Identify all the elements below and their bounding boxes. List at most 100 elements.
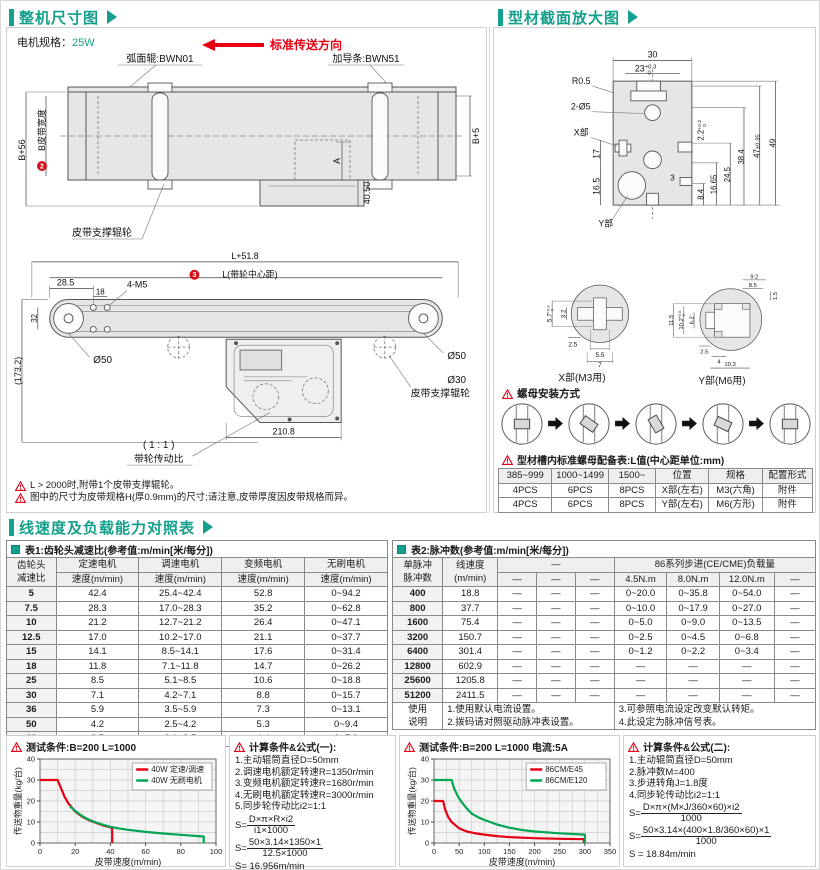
direction-indicator: 标准传送方向 bbox=[202, 36, 342, 53]
table-cell: 36 bbox=[6, 702, 57, 718]
table-cell: 0~4.5 bbox=[666, 629, 720, 645]
table-cell: 14.1 bbox=[55, 644, 140, 660]
dim-label: 9.2 bbox=[750, 274, 758, 280]
y-part-detail: 9.2 8.5 1.5 11.5 10.2+0.50 6.2 2.5 4 bbox=[652, 274, 792, 387]
formula1-title-text: 计算条件&公式(一): bbox=[249, 743, 337, 754]
table-cell: 6PCS bbox=[551, 482, 609, 498]
table-cell: — bbox=[574, 687, 615, 703]
svg-text:350: 350 bbox=[603, 847, 615, 856]
table-cell: 7.1~11.8 bbox=[138, 658, 223, 674]
formula-line: 3.步进转角J=1.8度 bbox=[629, 778, 708, 789]
table-cell: 0~31.4 bbox=[304, 644, 388, 660]
column-subheader: 速度(m/min) bbox=[304, 571, 388, 587]
table-cell: — bbox=[666, 687, 720, 703]
formula-line: 4.无刷电机额定转速R=3000r/min bbox=[235, 789, 374, 801]
dim-label: 28.5 bbox=[57, 278, 74, 288]
formula-2-box: 计算条件&公式(二): 1.主动辊筒直径D=50mm 2.脉冲数M=400 3.… bbox=[623, 735, 816, 867]
svg-text:100: 100 bbox=[478, 847, 491, 856]
x-part-label: X部 bbox=[574, 126, 589, 137]
table-cell: 21.2 bbox=[55, 615, 140, 631]
table-cell: 602.9 bbox=[442, 658, 499, 674]
table-cell: 7.1 bbox=[55, 687, 140, 703]
direction-label: 标准传送方向 bbox=[270, 38, 343, 52]
table-cell: — bbox=[497, 644, 537, 660]
svg-text:0: 0 bbox=[31, 839, 35, 848]
section-profile-header: 型材截面放大图 bbox=[498, 6, 639, 28]
table-cell: 10.2~17.0 bbox=[138, 629, 223, 645]
svg-text:20: 20 bbox=[27, 797, 35, 806]
table-cell: Y部(左右) bbox=[654, 497, 710, 513]
dim-label: B+5 bbox=[471, 128, 481, 144]
table-header-row: 速度(m/min) 速度(m/min) 速度(m/min) 速度(m/min) bbox=[7, 571, 388, 587]
svg-text:20: 20 bbox=[420, 797, 428, 806]
table-cell: 17.0 bbox=[55, 629, 140, 645]
dim-label: 18 bbox=[96, 288, 105, 297]
table-cell: — bbox=[536, 615, 576, 631]
chart2-title: 测试条件:B=200 L=1000 电流:5A bbox=[400, 736, 619, 754]
nut-install-step-icon bbox=[701, 402, 745, 451]
svg-text:40: 40 bbox=[27, 755, 35, 764]
table-cell: — bbox=[497, 600, 537, 616]
table-cell: 25 bbox=[6, 673, 57, 689]
formula-line: 1.主动辊筒直径D=50mm bbox=[235, 755, 339, 766]
svg-text:100: 100 bbox=[210, 847, 222, 856]
column-group-header: — bbox=[497, 557, 615, 573]
svg-text:40W 定速/调速: 40W 定速/调速 bbox=[151, 764, 204, 774]
formula2-title: 计算条件&公式(二): bbox=[624, 736, 815, 754]
column-subheader: — bbox=[497, 571, 537, 587]
svg-text:0: 0 bbox=[424, 839, 428, 848]
x-part-detail: 5.7+0.30 3.2 2.5 5.5 7 X部(M3用) bbox=[518, 274, 646, 387]
support-roller-label: 皮带支撑辊轮 bbox=[72, 226, 132, 239]
table-cell: 0~20.0 bbox=[613, 586, 668, 602]
column-header: 定速电机 bbox=[55, 557, 140, 573]
gear-ratio-table: 表1:齿轮头减速比(参考值:m/min[米/每分]) 齿轮头减速比 定速电机 调… bbox=[6, 540, 388, 747]
section-arrow-icon bbox=[203, 520, 214, 534]
warning-icon bbox=[234, 741, 245, 752]
table-cell: — bbox=[718, 658, 775, 674]
table-cell: 11.8 bbox=[55, 658, 140, 674]
table-cell: 400 bbox=[391, 586, 444, 602]
note-line: 图中的尺寸为皮带规格H(厚0.9mm)的尺寸;请注意,皮带厚度因皮带规格而异。 bbox=[15, 492, 353, 504]
column-header: 调速电机 bbox=[138, 557, 223, 573]
table-cell: — bbox=[773, 629, 817, 645]
svg-text:10: 10 bbox=[420, 818, 428, 827]
nut-install-step-icon bbox=[768, 402, 812, 451]
dim-label: L+51.8 bbox=[231, 251, 259, 261]
svg-text:250: 250 bbox=[553, 847, 566, 856]
table-header-row: 385~999 1000~1499 1500~ 位置 规格 配置形式 bbox=[497, 468, 814, 484]
table-cell: 2411.5 bbox=[442, 687, 499, 703]
dim-label: 10.3 bbox=[724, 362, 735, 368]
column-subheader: 速度(m/min) bbox=[138, 571, 223, 587]
table-cell: 6400 bbox=[391, 644, 444, 660]
column-subheader: — bbox=[574, 571, 615, 587]
table-cell: 5.9 bbox=[55, 702, 140, 718]
dim-label: 7 bbox=[598, 362, 602, 368]
table-cell: 0~17.9 bbox=[666, 600, 720, 616]
dim-label: 16.65 bbox=[709, 174, 718, 194]
svg-text:150: 150 bbox=[503, 847, 516, 856]
table-cell: — bbox=[773, 586, 817, 602]
warning-icon bbox=[502, 454, 513, 465]
table-cell: 附件 bbox=[761, 497, 814, 513]
table-cell: 10 bbox=[6, 615, 57, 631]
table-cell: 30 bbox=[6, 687, 57, 703]
guide-bwn51-label: 加导条:BWN51 bbox=[332, 52, 400, 65]
table-cell: — bbox=[773, 600, 817, 616]
detail-drawings: 5.7+0.30 3.2 2.5 5.5 7 X部(M3用) bbox=[496, 274, 814, 387]
column-subheader: 12.0N.m bbox=[718, 571, 775, 587]
nut-table-caption-text: 型材槽内标准螺母配备表:L值(中心距单位:mm) bbox=[517, 456, 725, 467]
table-cell: 18.8 bbox=[442, 586, 499, 602]
dim-label: 40.50 bbox=[362, 182, 372, 205]
table-cell: M6(方形) bbox=[708, 497, 763, 513]
table-cell: 4PCS bbox=[497, 482, 553, 498]
table-cell: — bbox=[574, 644, 615, 660]
support-roller-label: 皮带支撑辊轮 bbox=[411, 387, 471, 400]
